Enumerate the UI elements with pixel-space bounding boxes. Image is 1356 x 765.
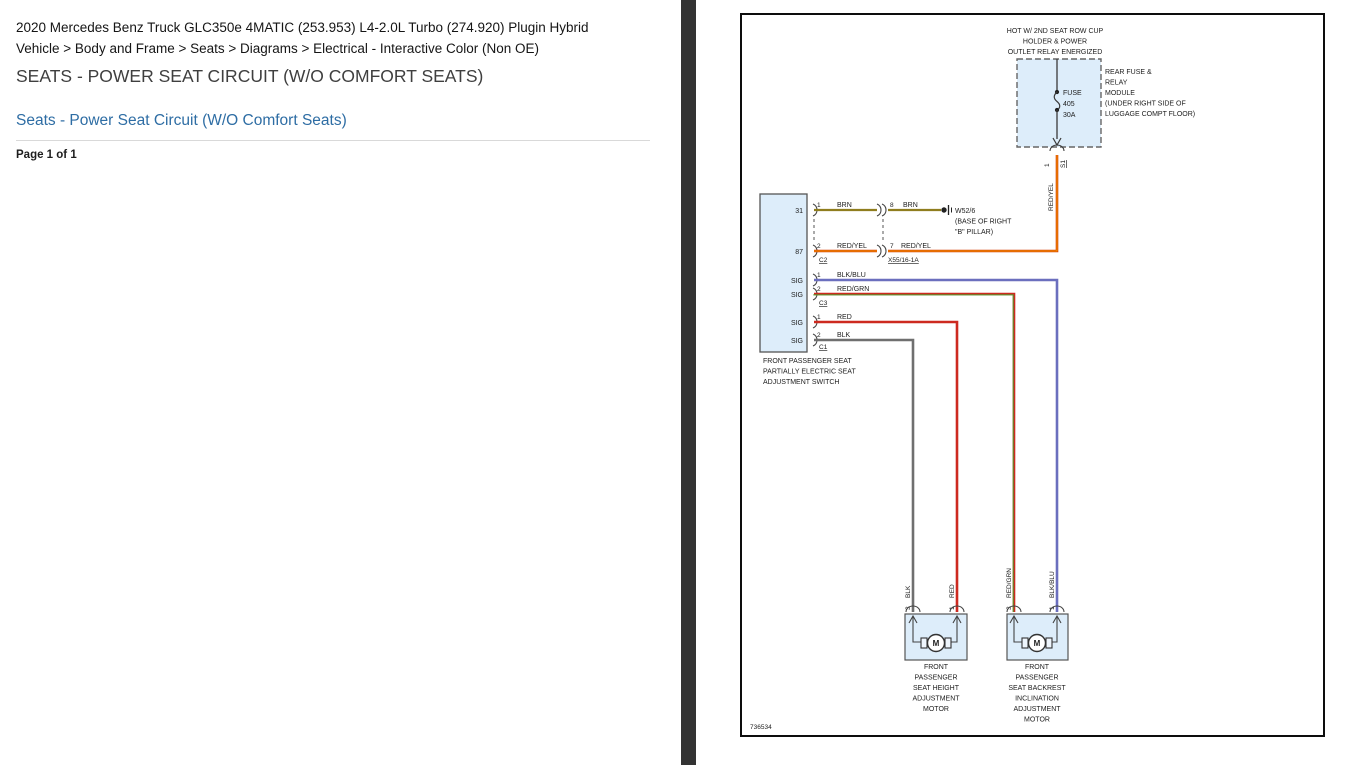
seat-adjustment-switch: 31 87 SIG SIG SIG SIG FRONT PASSENGER SE…	[759, 193, 856, 386]
wiring-diagram-svg: HOT W/ 2ND SEAT ROW CUP HOLDER & POWER O…	[750, 28, 1195, 731]
motor-backrest-inclination: M FRONT PASSENGER SEAT BACKREST INCLINAT…	[1006, 605, 1069, 724]
page-indicator: Page 1 of 1	[16, 149, 77, 161]
connector-c2-label: C2	[819, 257, 828, 264]
power-note-line2: HOLDER & POWER	[1023, 39, 1087, 46]
row1-wire-label: BRN	[837, 202, 852, 209]
module-note-line2: RELAY	[1105, 80, 1128, 87]
module-note-line4: (UNDER RIGHT SIDE OF	[1105, 101, 1186, 108]
wiring-diagram-sheet: HOT W/ 2ND SEAT ROW CUP HOLDER & POWER O…	[740, 13, 1325, 737]
sheet-number: 736534	[750, 724, 772, 731]
switch-pin-87: 87	[795, 249, 803, 256]
ground-w52-6: W52/6 (BASE OF RIGHT "B" PILLAR)	[941, 205, 1012, 236]
inline-wire-brn-label: BRN	[903, 202, 918, 209]
wire-red-grn[interactable]	[813, 292, 1016, 612]
switch-pin-31: 31	[795, 208, 803, 215]
motor-left-label4: ADJUSTMENT	[912, 696, 960, 703]
diagram-doc-link[interactable]: Seats - Power Seat Circuit (W/O Comfort …	[16, 112, 347, 129]
row3-wire-label: BLK/BLU	[837, 272, 866, 279]
motor-right-label3: SEAT BACKREST	[1008, 685, 1066, 692]
switch-label-line1: FRONT PASSENGER SEAT	[763, 358, 852, 365]
row6-pin: 2	[817, 332, 821, 339]
row5-wire-label: RED	[837, 314, 852, 321]
row2-pin: 2	[817, 243, 821, 250]
power-note-line3: OUTLET RELAY ENERGIZED	[1008, 49, 1103, 56]
row1-pin: 1	[817, 202, 821, 209]
motor-right-label6: MOTOR	[1024, 717, 1050, 724]
page-title: SEATS - POWER SEAT CIRCUIT (W/O COMFORT …	[16, 66, 484, 86]
motor-right-symbol: M	[1034, 639, 1041, 648]
connector-c3-label: C3	[819, 300, 828, 307]
vehicle-title: 2020 Mercedes Benz Truck GLC350e 4MATIC …	[16, 20, 589, 35]
inline-connector-id: X55/16-1A	[888, 257, 919, 264]
row4-wire-label: RED/GRN	[837, 286, 869, 293]
ground-loc1: (BASE OF RIGHT	[955, 219, 1012, 226]
module-note-line5: LUGGAGE COMPT FLOOR)	[1105, 111, 1195, 118]
power-source-note: HOT W/ 2ND SEAT ROW CUP HOLDER & POWER O…	[1007, 28, 1104, 56]
motor-left-label1: FRONT	[924, 664, 949, 671]
rear-fuse-relay-module: REAR FUSE & RELAY MODULE (UNDER RIGHT SI…	[1016, 58, 1195, 148]
module-note-line3: MODULE	[1105, 90, 1135, 97]
motor-left-label2: PASSENGER	[914, 675, 957, 682]
fuse-label: FUSE	[1063, 90, 1082, 97]
row2-wire-label: RED/YEL	[837, 243, 867, 250]
wire-label-red-yel-vertical: RED/YEL	[1048, 183, 1055, 211]
switch-pin-sig2: SIG	[791, 292, 803, 299]
power-note-line1: HOT W/ 2ND SEAT ROW CUP	[1007, 28, 1104, 35]
row5-pin: 1	[817, 314, 821, 321]
motor-right-label2: PASSENGER	[1015, 675, 1058, 682]
splice-s1-label: S1	[1060, 160, 1067, 168]
motor-left-label5: MOTOR	[923, 706, 949, 713]
switch-pin-sig4: SIG	[791, 338, 803, 345]
fuse-output-pin: 1	[1044, 163, 1051, 167]
inline-pin-8: 8	[890, 202, 894, 209]
motor-left-label3: SEAT HEIGHT	[913, 685, 960, 692]
document-pane: 2020 Mercedes Benz Truck GLC350e 4MATIC …	[16, 20, 650, 161]
motor-wire-labels: BLK RED RED/GRN BLK/BLU 3 1 3 1	[905, 568, 1056, 610]
wire-blk-blu[interactable]	[814, 278, 1059, 612]
wire-red[interactable]	[814, 320, 959, 612]
switch-pin-sig1: SIG	[791, 278, 803, 285]
motor-left-symbol: M	[933, 639, 940, 648]
motor-right-label4: INCLINATION	[1015, 696, 1059, 703]
row4-pin: 2	[817, 286, 821, 293]
heading-divider	[16, 140, 650, 141]
fuse-output-connector: 1 S1	[1044, 144, 1067, 168]
wire-label-red: RED	[949, 584, 956, 598]
fuse-number: 405	[1063, 101, 1075, 108]
ground-loc2: "B" PILLAR)	[955, 229, 993, 236]
fuse-rating: 30A	[1063, 112, 1076, 119]
ground-id: W52/6	[955, 208, 975, 215]
row3-pin: 1	[817, 272, 821, 279]
switch-row-labels: 1 BRN 2 RED/YEL C2 1 BLK/BLU 2 RED/GRN C…	[817, 202, 869, 351]
switch-pin-sig3: SIG	[791, 320, 803, 327]
fuse-405[interactable]: FUSE 405 30A	[1052, 59, 1082, 147]
inline-pin-7: 7	[890, 243, 894, 250]
row6-wire-label: BLK	[837, 332, 851, 339]
motor-right-label5: ADJUSTMENT	[1013, 706, 1061, 713]
inline-wire-red-yel-label: RED/YEL	[901, 243, 931, 250]
wire-red-yel-feed[interactable]: RED/YEL	[888, 155, 1059, 253]
wire-label-blk: BLK	[905, 585, 912, 598]
module-note-line1: REAR FUSE &	[1105, 69, 1152, 76]
switch-label-line2: PARTIALLY ELECTRIC SEAT	[763, 369, 856, 376]
inline-connector-x55: 8 BRN 7 RED/YEL X55/16-1A	[876, 202, 931, 264]
switch-label-line3: ADJUSTMENT SWITCH	[763, 379, 839, 386]
connector-c1-label: C1	[819, 344, 828, 351]
motor-seat-height: M FRONT PASSENGER SEAT HEIGHT ADJUSTMENT…	[904, 605, 968, 713]
pane-splitter[interactable]	[681, 0, 696, 765]
wire-label-red-grn: RED/GRN	[1006, 568, 1013, 598]
breadcrumb: Vehicle > Body and Frame > Seats > Diagr…	[16, 41, 539, 56]
motor-right-label1: FRONT	[1025, 664, 1050, 671]
wire-label-blk-blu: BLK/BLU	[1049, 571, 1056, 598]
wire-blk[interactable]	[814, 338, 915, 612]
